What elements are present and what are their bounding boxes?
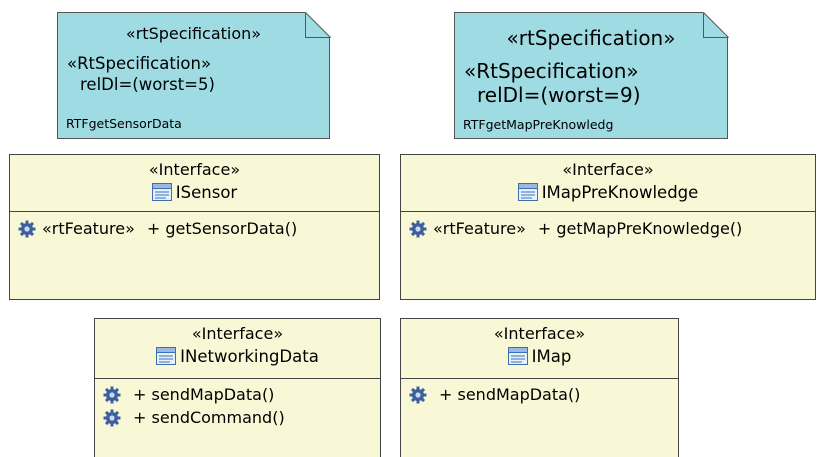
- rt-specification-note-sensor[interactable]: «rtSpecification» «RtSpecification» relD…: [57, 12, 330, 139]
- operation-signature: + sendCommand(): [133, 408, 285, 427]
- note-spec-line: «RtSpecification»: [464, 59, 639, 83]
- gear-icon: [18, 220, 36, 238]
- note-stereotype: «rtSpecification»: [125, 24, 262, 43]
- operation-signature: + sendMapData(): [439, 385, 581, 404]
- interface-inetworkingdata[interactable]: «Interface» INetworkingData + sendMapDat…: [94, 318, 381, 457]
- interface-imappreknowledge[interactable]: «Interface» IMapPreKnowledge «rtFeature»…: [400, 154, 816, 300]
- operation-signature: + getMapPreKnowledge(): [537, 219, 743, 238]
- operation-stereotype: «rtFeature»: [433, 219, 526, 238]
- note-footer: RTFgetMapPreKnowledg: [463, 117, 614, 132]
- operation-send-command[interactable]: + sendCommand(): [103, 406, 376, 429]
- interface-imap[interactable]: «Interface» IMap + sendMapData(): [400, 318, 679, 457]
- interface-stereotype: «Interface»: [191, 324, 284, 343]
- note-spec-line: «RtSpecification»: [67, 54, 212, 73]
- interface-name: IMap: [531, 346, 572, 366]
- interface-icon: [151, 183, 172, 201]
- note-fold-corner: [703, 12, 729, 38]
- gear-icon: [103, 409, 121, 427]
- interface-name: INetworkingData: [180, 346, 319, 366]
- operation-send-map-data[interactable]: + sendMapData(): [409, 383, 674, 406]
- interface-stereotype: «Interface»: [493, 324, 586, 343]
- operation-signature: + getSensorData(): [146, 219, 298, 238]
- gear-icon: [103, 386, 121, 404]
- interface-icon: [156, 347, 177, 365]
- interface-icon: [517, 183, 538, 201]
- note-footer: RTFgetSensorData: [66, 116, 182, 131]
- interface-stereotype: «Interface»: [148, 160, 241, 179]
- operation-signature: + sendMapData(): [133, 385, 275, 404]
- compartment-divider: [401, 211, 815, 212]
- interface-name: IMapPreKnowledge: [541, 182, 699, 202]
- note-value-line: relDl=(worst=9): [477, 83, 641, 107]
- note-stereotype: «rtSpecification»: [506, 26, 676, 50]
- compartment-divider: [95, 378, 380, 379]
- operation-stereotype: «rtFeature»: [42, 219, 135, 238]
- operation-send-map-data[interactable]: + sendMapData(): [103, 383, 376, 406]
- interface-isensor[interactable]: «Interface» ISensor «rtFeature» + getSen…: [9, 154, 380, 300]
- compartment-divider: [401, 378, 678, 379]
- interface-stereotype: «Interface»: [562, 160, 654, 179]
- rt-specification-note-map[interactable]: «rtSpecification» «RtSpecification» relD…: [454, 12, 728, 139]
- gear-icon: [409, 386, 427, 404]
- gear-icon: [409, 220, 427, 238]
- note-value-line: relDl=(worst=5): [80, 75, 215, 94]
- interface-icon: [507, 347, 528, 365]
- compartment-divider: [10, 211, 379, 212]
- interface-name: ISensor: [175, 182, 238, 202]
- operation-get-sensor-data[interactable]: «rtFeature» + getSensorData(): [18, 217, 375, 240]
- note-fold-corner: [305, 12, 331, 38]
- operation-get-map-pre-knowledge[interactable]: «rtFeature» + getMapPreKnowledge(): [409, 217, 811, 240]
